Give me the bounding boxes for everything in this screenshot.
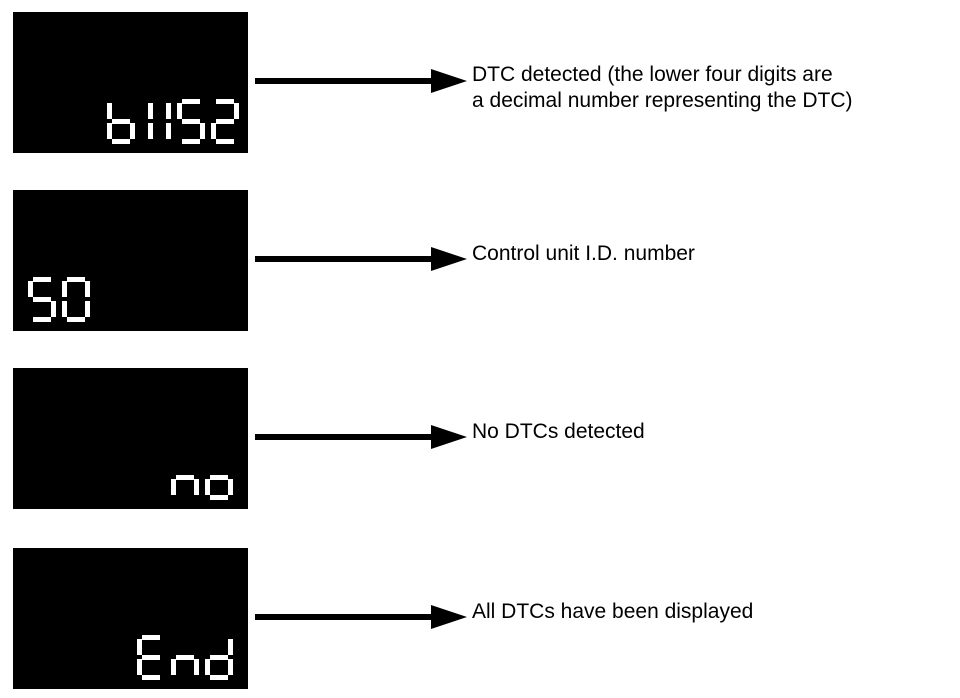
segment-b [148, 103, 153, 119]
arrow-head [431, 605, 467, 629]
pointer-arrow [255, 69, 467, 93]
segment-c [194, 479, 199, 495]
segment-f [62, 281, 67, 297]
segment-a [33, 277, 51, 282]
seven-segment-digit [170, 635, 200, 681]
segment-c [200, 123, 205, 139]
display-panel [13, 12, 248, 153]
segment-a [142, 635, 160, 640]
arrow-head [431, 425, 467, 449]
segment-b [85, 281, 90, 297]
pointer-arrow [255, 425, 467, 449]
caption-text: DTC detected (the lower four digits are … [472, 63, 853, 112]
segment-g [216, 119, 234, 124]
segment-c [51, 301, 56, 317]
segment-b [228, 639, 233, 655]
seven-segment-readout [170, 455, 234, 501]
seven-segment-digit [204, 455, 234, 501]
segment-b [234, 103, 239, 119]
arrow-shaft [255, 78, 431, 84]
segment-c [85, 301, 90, 317]
segment-c [228, 659, 233, 675]
seven-segment-digit [210, 99, 240, 145]
seven-segment-digit [27, 277, 57, 323]
display-panel [13, 190, 248, 331]
pointer-arrow [255, 247, 467, 271]
segment-d [210, 495, 228, 500]
segment-g [176, 655, 194, 660]
segment-c [194, 659, 199, 675]
seven-segment-readout [136, 635, 234, 681]
segment-g [33, 297, 51, 302]
seven-segment-readout [106, 99, 240, 145]
segment-e [205, 659, 210, 675]
segment-d [216, 139, 234, 144]
caption-text: All DTCs have been displayed [472, 600, 754, 623]
segment-a [67, 277, 85, 282]
seven-segment-digit [61, 277, 91, 323]
seven-segment-digit [176, 99, 206, 145]
segment-a [182, 99, 200, 104]
seven-segment-digit [158, 99, 172, 145]
pointer-arrow [255, 605, 467, 629]
segment-c [228, 479, 233, 495]
seven-segment-digit [136, 635, 166, 681]
segment-f [107, 103, 112, 119]
seven-segment-digit [204, 635, 234, 681]
arrow-shaft [255, 434, 431, 440]
segment-g [210, 655, 228, 660]
segment-c [166, 123, 171, 139]
segment-f [137, 639, 142, 655]
seven-segment-readout [27, 277, 91, 323]
seven-segment-digit [106, 99, 136, 145]
segment-g [142, 655, 160, 660]
segment-g [210, 475, 228, 480]
segment-c [130, 123, 135, 139]
seven-segment-digit [170, 455, 200, 501]
caption-text: No DTCs detected [472, 420, 645, 443]
segment-g [176, 475, 194, 480]
segment-d [33, 317, 51, 322]
caption-text: Control unit I.D. number [472, 242, 695, 265]
segment-e [171, 479, 176, 495]
segment-d [67, 317, 85, 322]
segment-f [28, 281, 33, 297]
display-panel [13, 548, 248, 689]
segment-c [148, 123, 153, 139]
arrow-shaft [255, 614, 431, 620]
segment-e [171, 659, 176, 675]
arrow-head [431, 247, 467, 271]
segment-d [112, 139, 130, 144]
arrow-head [431, 69, 467, 93]
segment-f [177, 103, 182, 119]
segment-e [107, 123, 112, 139]
segment-a [216, 99, 234, 104]
segment-g [182, 119, 200, 124]
segment-g [112, 119, 130, 124]
segment-b [166, 103, 171, 119]
seven-segment-digit [140, 99, 154, 145]
segment-e [62, 301, 67, 317]
segment-e [211, 123, 216, 139]
arrow-shaft [255, 256, 431, 262]
segment-d [182, 139, 200, 144]
segment-d [142, 675, 160, 680]
display-panel [13, 368, 248, 509]
segment-d [210, 675, 228, 680]
segment-e [137, 659, 142, 675]
segment-e [205, 479, 210, 495]
